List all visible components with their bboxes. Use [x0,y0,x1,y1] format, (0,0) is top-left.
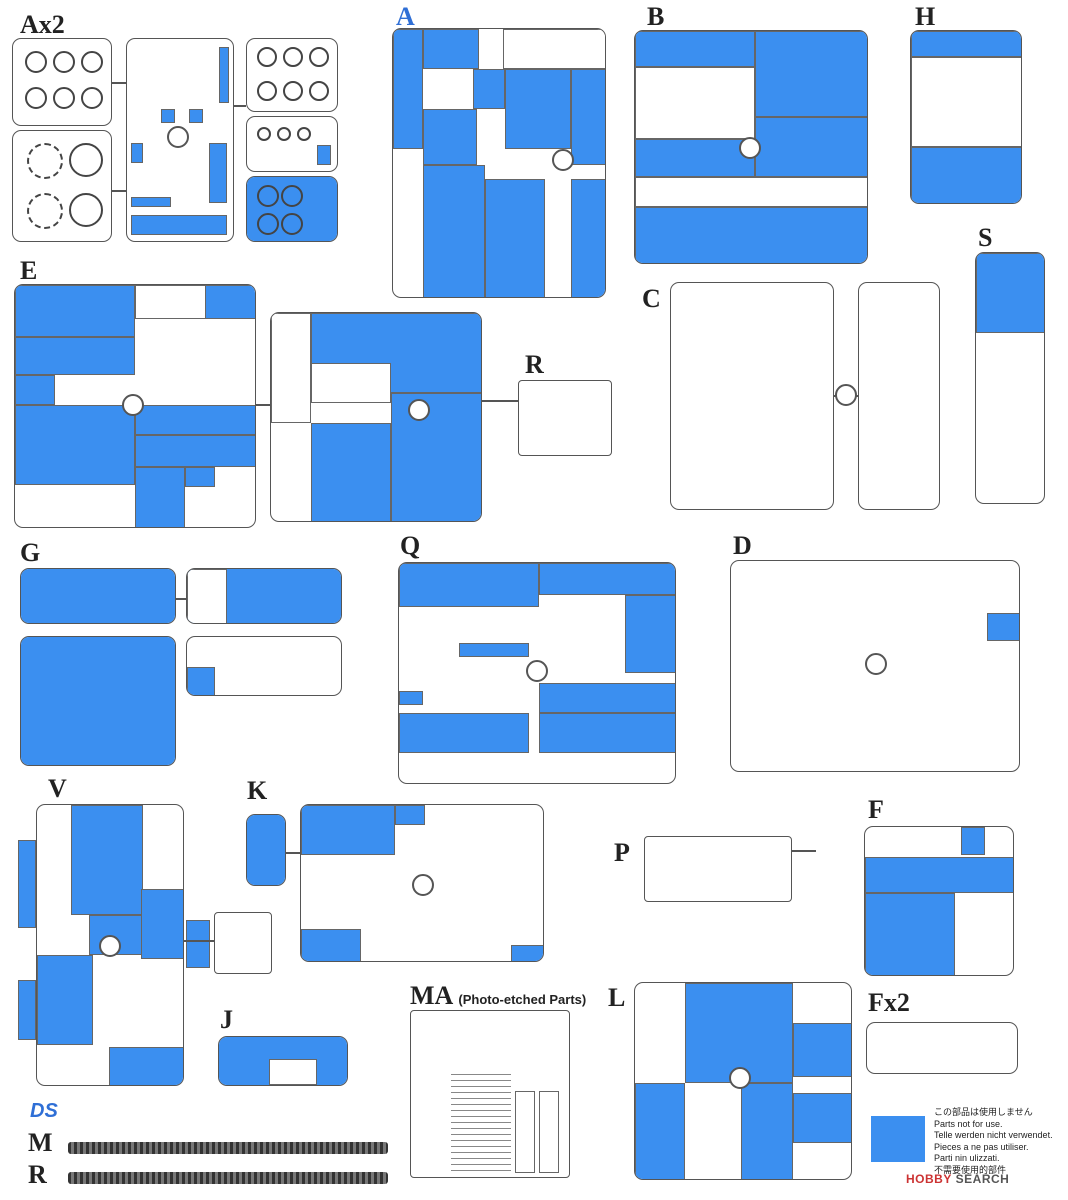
sprue-label-v: V [48,774,67,803]
ax2-wheels-13 [246,38,338,112]
sprue-label-m: M [28,1128,53,1157]
sprue-s [975,252,1045,504]
sprue-label-b: B [647,2,665,31]
ds-logo: DS [30,1100,58,1122]
sprue-label-d: D [733,531,752,560]
legend-line: Telle werden nicht verwendet. [934,1130,1053,1140]
sprue-label-e: E [20,256,38,285]
track-r [68,1172,388,1184]
sprue-q [398,562,676,784]
sprue-g-top-right [186,568,342,624]
legend-line: 不需要使用的部件 [934,1164,1007,1175]
watermark-rest: SEARCH [951,1172,1010,1186]
sprue-label-r2: R [28,1160,47,1189]
ax2-blue-wheels [246,176,338,242]
legend-line: この部品は使用しません [934,1107,1033,1117]
legend-line: Parts not for use. [934,1118,1003,1129]
ax2-sprocket-group [12,130,112,242]
sprue-label-p: P [614,838,630,867]
sprue-g-top [20,568,176,624]
sprue-v [36,804,184,1086]
legend-swatch [871,1116,925,1162]
sprue-label-s: S [978,223,993,252]
sprue-ma [410,1010,570,1178]
track-m [68,1142,388,1154]
sprue-label-ma: MA (Photo-etched Parts) [410,983,586,1009]
sprue-label-q: Q [400,531,421,560]
ma-subtitle: (Photo-etched Parts) [458,992,587,1007]
ax2-wheel-group [12,38,112,126]
legend-line: Parti nin ulizzati. [934,1153,1000,1163]
legend-line: Pieces a ne pas utiliser. [934,1141,1029,1152]
sprue-label-fx2: Fx2 [868,988,910,1017]
v-box-part [214,912,272,974]
sprue-label-h: H [915,2,936,31]
sprue-r [518,380,612,456]
sprue-p [644,836,792,902]
ma-title: MA [410,981,452,1010]
watermark: HOBBY SEARCH [906,1172,1009,1186]
sprue-label-ax2: Ax2 [20,10,65,39]
sprue-e-right [270,312,482,522]
sprue-label-g: G [20,538,41,567]
sprue-k [246,814,286,886]
sprue-fx2 [866,1022,1018,1074]
ax2-small-parts [246,116,338,172]
sprue-label-j: J [220,1005,233,1034]
sprue-label-k: K [247,776,268,805]
sprue-g-bottom-right [186,636,342,696]
legend-text: この部品は使用しません Parts not for use. Telle wer… [934,1107,1053,1176]
sprue-label-r: R [525,350,544,379]
sprue-h [910,30,1022,204]
sprue-label-c: C [642,284,661,313]
sprue-c-right [858,282,940,510]
sprue-label-l: L [608,983,626,1012]
sprue-c [670,282,834,510]
sprue-a [392,28,606,298]
watermark-brand: HOBBY [906,1172,952,1186]
sprue-f [864,826,1014,976]
sprue-label-a: A [396,2,415,31]
sprue-g-bottom [20,636,176,766]
sprue-j [218,1036,348,1086]
sprue-label-f: F [868,795,884,824]
